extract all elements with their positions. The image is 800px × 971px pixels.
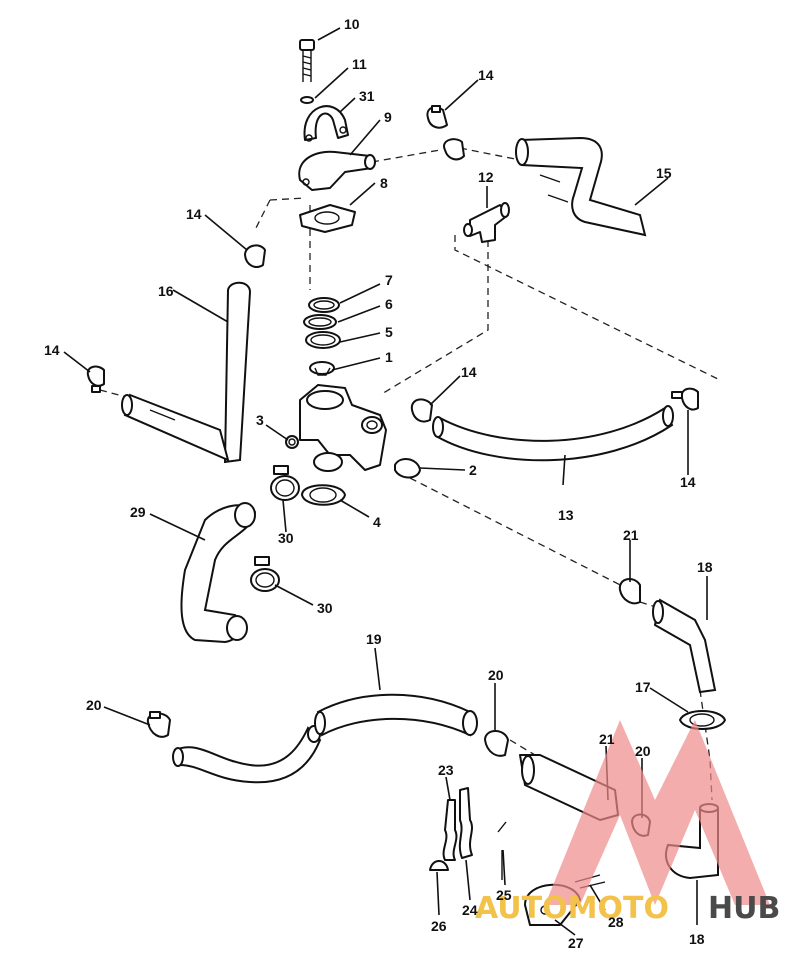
callout-13: 13 — [558, 507, 574, 523]
callout-2: 2 — [469, 462, 477, 478]
pin-25 — [497, 821, 507, 880]
callout-5: 5 — [385, 324, 393, 340]
callout-14-top: 14 — [478, 67, 494, 83]
seal-7 — [308, 297, 340, 313]
hose-clamp-14-right-b — [671, 387, 699, 411]
callout-28: 28 — [608, 914, 624, 930]
bolt-10 — [299, 39, 315, 82]
callout-10: 10 — [344, 16, 360, 32]
hose-clamp-14-top — [426, 105, 448, 129]
callout-14-right-a: 14 — [461, 364, 477, 380]
thermostat-housing-9 — [298, 150, 376, 191]
hose-clamp-14-left-upper — [244, 244, 266, 268]
callout-14-far-left: 14 — [44, 342, 60, 358]
hose-clamp-21-upper — [618, 578, 641, 605]
leader-lines — [63, 27, 708, 936]
callout-20-right: 20 — [488, 667, 504, 683]
gasket-4 — [301, 484, 346, 506]
callout-17: 17 — [635, 679, 651, 695]
hose-13 — [432, 405, 674, 462]
callout-18-lower: 18 — [689, 931, 705, 947]
callout-25: 25 — [496, 887, 512, 903]
callout-16: 16 — [158, 283, 174, 299]
watermark-logo: AUTOMOTO HUB — [475, 720, 780, 926]
callout-9: 9 — [384, 109, 392, 125]
seal-6 — [303, 314, 337, 330]
callout-29: 29 — [130, 504, 146, 520]
seal-5 — [305, 331, 341, 349]
watermark-text-b: HUB — [708, 891, 780, 926]
callout-21-lower: 21 — [599, 731, 615, 747]
hose-clamp-20-right — [484, 730, 509, 757]
plug-3 — [285, 435, 299, 449]
hose-15 — [515, 136, 647, 237]
callout-30-upper: 30 — [278, 530, 294, 546]
hose-29 — [180, 502, 257, 644]
tee-fitting-12 — [463, 202, 510, 243]
callout-26: 26 — [431, 918, 447, 934]
callout-19: 19 — [366, 631, 382, 647]
callout-6: 6 — [385, 296, 393, 312]
callout-8: 8 — [380, 175, 388, 191]
callout-14-left-upper: 14 — [186, 206, 202, 222]
callout-3: 3 — [256, 412, 264, 428]
callout-20-left: 20 — [86, 697, 102, 713]
callout-31: 31 — [359, 88, 375, 104]
hose-clamp-17 — [679, 710, 726, 730]
callout-23: 23 — [438, 762, 454, 778]
hose-19-left — [172, 725, 322, 784]
cap-2 — [394, 458, 421, 479]
callout-labels: 10 11 31 9 8 14 15 12 14 16 14 7 6 5 1 3… — [44, 16, 713, 951]
gasket-8 — [299, 204, 356, 233]
callout-27: 27 — [568, 935, 584, 951]
callout-14-right-b: 14 — [680, 474, 696, 490]
hose-19 — [314, 693, 478, 737]
callout-15: 15 — [656, 165, 672, 181]
callout-7: 7 — [385, 272, 393, 288]
bracket-31 — [303, 105, 349, 142]
thermostat-1 — [309, 361, 335, 376]
callout-30-lower: 30 — [317, 600, 333, 616]
callout-4: 4 — [373, 514, 381, 530]
bracket-24 — [458, 787, 473, 859]
callout-11: 11 — [352, 56, 367, 72]
callout-1: 1 — [385, 349, 393, 365]
callout-24: 24 — [462, 902, 478, 918]
hose-clamp-14-right-a — [410, 398, 433, 423]
hose-clamp-30-lower — [250, 556, 280, 592]
callout-21-upper: 21 — [623, 527, 639, 543]
watermark-triangle-mark — [545, 720, 770, 905]
bracket-23 — [442, 799, 458, 861]
hose-clamp-20-left — [146, 711, 171, 738]
callout-18-upper: 18 — [697, 559, 713, 575]
water-pump-housing — [299, 384, 387, 472]
hose-clamp-14-far-left — [86, 365, 105, 393]
hose-clamp-14-mid — [443, 138, 465, 161]
hose-clamp-30-upper — [270, 465, 300, 501]
callout-12: 12 — [478, 169, 494, 185]
hose-16 — [121, 281, 252, 464]
watermark-text-a: AUTOMOTO — [475, 891, 669, 926]
hose-18-upper — [652, 598, 717, 694]
washer-11 — [300, 96, 314, 104]
cap-26 — [429, 860, 449, 871]
callout-20-lower: 20 — [635, 743, 651, 759]
